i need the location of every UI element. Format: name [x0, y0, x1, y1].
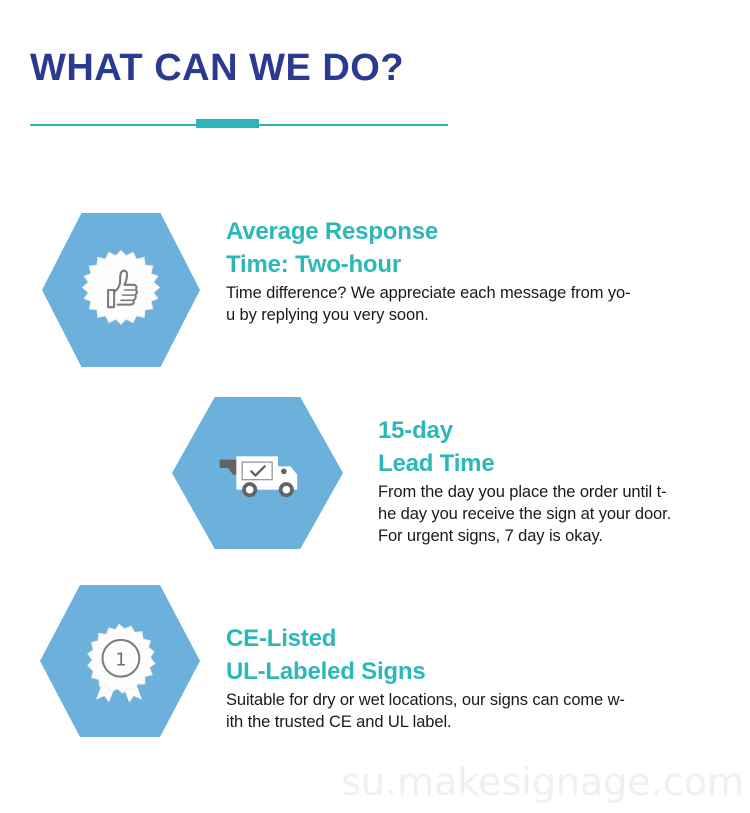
- feature-heading-3-line1: CE-Listed: [226, 625, 337, 652]
- feature-body-1-line1: Time difference? We appreciate each mess…: [226, 284, 631, 303]
- feature-body-3-line2: ith the trusted CE and UL label.: [226, 713, 452, 732]
- feature-heading-1: Average Response Time: Two-hour: [226, 215, 630, 281]
- feature-text-2: 15-day Lead Time From the day you place …: [378, 414, 671, 548]
- feature-body-2-line3: For urgent signs, 7 day is okay.: [378, 527, 603, 546]
- feature-body-1: Time difference? We appreciate each mess…: [226, 283, 631, 327]
- svg-text:1: 1: [115, 651, 126, 671]
- feature-text-3: CE-Listed UL-Labeled Signs Suitable for …: [226, 622, 625, 734]
- feature-body-3-line1: Suitable for dry or wet locations, our s…: [226, 691, 625, 710]
- feature-heading-2-line1: 15-day: [378, 417, 453, 444]
- site-watermark: su.makesignage.com: [341, 760, 744, 804]
- hexagon-shape-1: [42, 213, 200, 367]
- feature-body-3: Suitable for dry or wet locations, our s…: [226, 690, 625, 734]
- award-ribbon-icon: 1: [40, 585, 200, 737]
- feature-heading-2-line2: Lead Time: [378, 450, 495, 478]
- feature-body-1-line2: u by replying you very soon.: [226, 306, 429, 325]
- feature-heading-3: CE-Listed UL-Labeled Signs: [226, 622, 625, 688]
- hexagon-shape-3: 1: [40, 585, 200, 737]
- feature-heading-1-line2: Time: Two-hour: [226, 251, 401, 279]
- feature-text-1: Average Response Time: Two-hour Time dif…: [226, 215, 631, 327]
- hexagon-shape-2: [172, 397, 343, 549]
- feature-heading-3-line2: UL-Labeled Signs: [226, 658, 426, 686]
- feature-body-2: From the day you place the order until t…: [378, 482, 671, 548]
- feature-heading-1-line1: Average Response: [226, 218, 439, 245]
- feature-heading-2: 15-day Lead Time: [378, 414, 671, 480]
- title-divider-accent: [196, 119, 259, 128]
- feature-body-2-line1: From the day you place the order until t…: [378, 483, 667, 502]
- thumbs-up-badge-icon: [42, 213, 200, 367]
- feature-body-2-line2: he day you receive the sign at your door…: [378, 505, 672, 524]
- delivery-truck-icon: [172, 397, 343, 549]
- page-title: WHAT CAN WE DO?: [30, 47, 405, 89]
